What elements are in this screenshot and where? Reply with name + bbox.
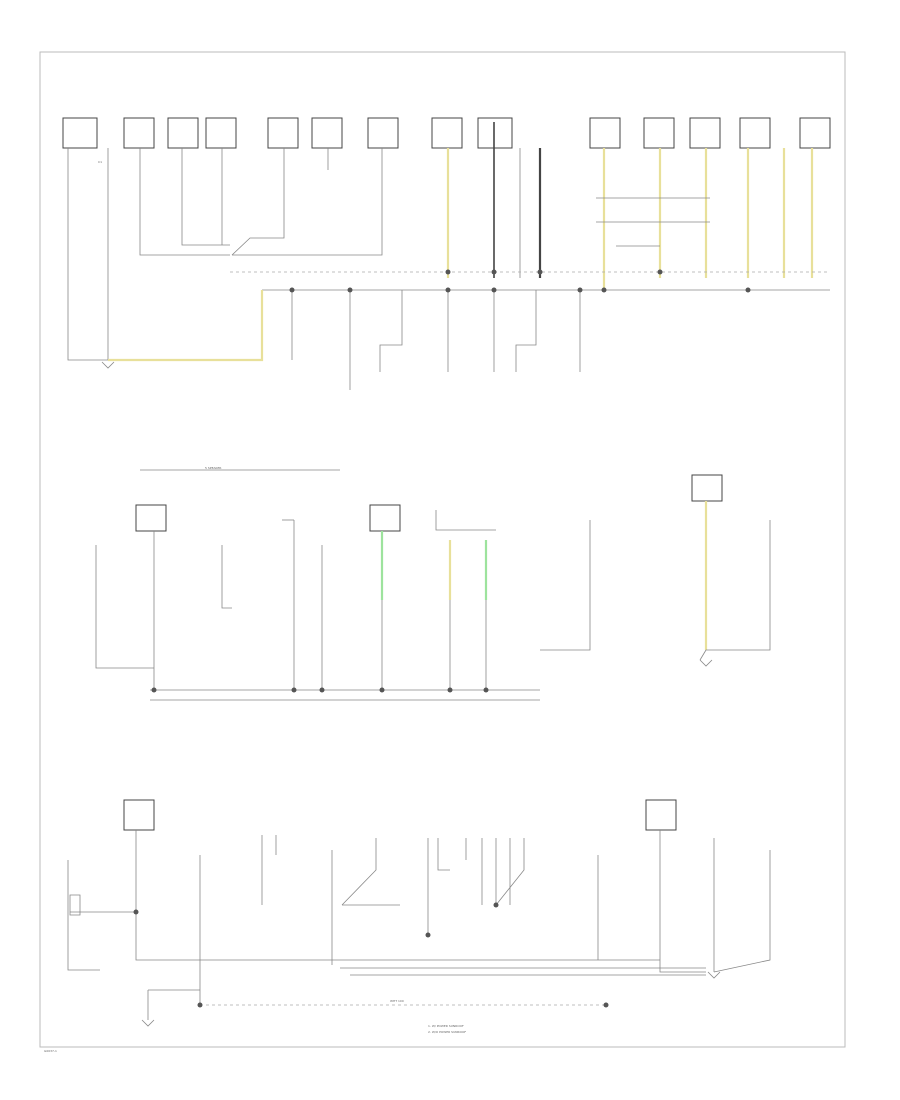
component-boxes-top: [62, 117, 831, 149]
component-box: [123, 117, 155, 149]
component-box: [643, 117, 675, 149]
component-box: [691, 474, 723, 502]
wires-top-lower: [108, 290, 581, 390]
splice-dots-top: [289, 269, 751, 293]
ground-symbol: [101, 361, 115, 369]
component-box: [123, 799, 155, 831]
section-middle: 5 SPEAKER: [95, 466, 771, 701]
splice-dots-middle: [151, 687, 489, 693]
component-box: [739, 117, 771, 149]
section-bottom: WHT 100 1. W/ POWER SUNROOF 2. W/O POWER…: [67, 799, 771, 1034]
section-label: 5 SPEAKER: [205, 466, 221, 470]
component-box: [477, 117, 513, 149]
component-box: [205, 117, 237, 149]
component-box: [589, 117, 621, 149]
component-box: [369, 504, 401, 532]
component-box: [645, 799, 677, 831]
component-box: [135, 504, 167, 532]
component-boxes-bottom: [123, 799, 677, 831]
wire-label: WHT 100: [390, 999, 404, 1003]
component-box: [799, 117, 831, 149]
component-box: [62, 117, 98, 149]
ground-symbol: [699, 659, 713, 667]
diagram-frame: [39, 51, 846, 1048]
component-box: [431, 117, 463, 149]
connector-code: C1: [98, 160, 102, 164]
ground-symbol: [141, 1019, 155, 1027]
page-code: G0037-1: [44, 1049, 57, 1053]
component-box: [267, 117, 299, 149]
section-top: C1: [62, 117, 831, 390]
ground-symbol: [707, 971, 721, 979]
splice-dots-bottom: [133, 902, 609, 1008]
component-box: [689, 117, 721, 149]
legend-line-2: 2. W/O POWER SUNROOF: [428, 1030, 466, 1034]
component-box: [167, 117, 199, 149]
legend-line-1: 1. W/ POWER SUNROOF: [428, 1024, 464, 1028]
wires-middle: [95, 501, 771, 690]
component-boxes-middle: [135, 474, 723, 532]
component-box: [311, 117, 343, 149]
wires-bottom: [67, 830, 771, 1005]
component-box: [367, 117, 399, 149]
wires-top: [67, 122, 814, 361]
